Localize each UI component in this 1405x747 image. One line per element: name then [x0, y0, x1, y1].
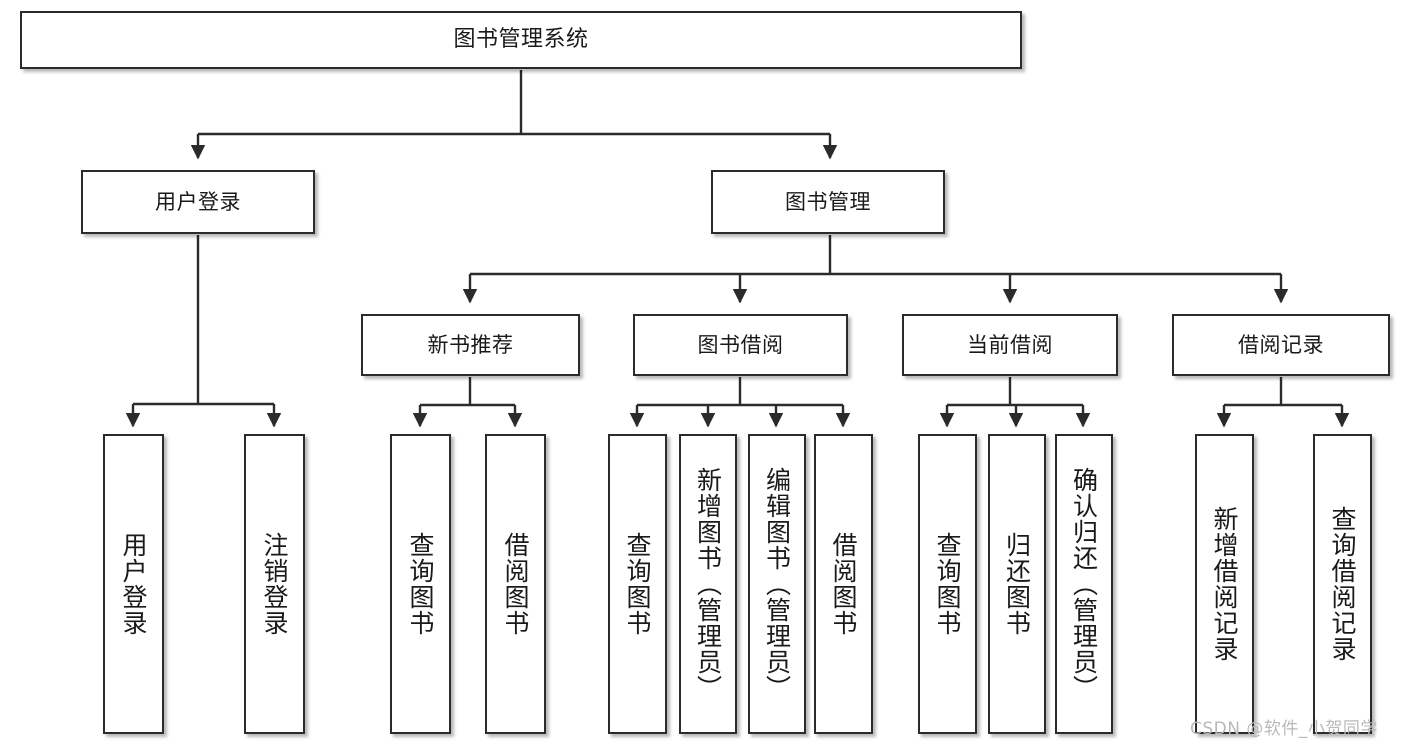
node-leaf-return-book-label: 归还图书	[1002, 532, 1032, 636]
node-leaf-query-book-1[interactable]: 查询图书	[390, 434, 451, 734]
node-leaf-confirm-return-label: 确认归还（管理员）	[1069, 467, 1099, 701]
node-current-borrow-label: 当前借阅	[967, 332, 1053, 357]
node-leaf-add-borrow-record[interactable]: 新增借阅记录	[1195, 434, 1254, 734]
node-book-borrow-label: 图书借阅	[697, 332, 784, 357]
node-new-book-recommend[interactable]: 新书推荐	[361, 314, 580, 376]
node-leaf-query-borrow-record[interactable]: 查询借阅记录	[1313, 434, 1372, 734]
node-leaf-return-book[interactable]: 归还图书	[988, 434, 1046, 734]
node-leaf-user-login[interactable]: 用户登录	[103, 434, 164, 734]
node-leaf-add-borrow-record-label: 新增借阅记录	[1210, 506, 1239, 662]
node-book-manage[interactable]: 图书管理	[711, 170, 945, 234]
node-leaf-edit-book-label: 编辑图书（管理员）	[762, 467, 792, 701]
node-leaf-borrow-book-2-label: 借阅图书	[829, 532, 858, 636]
node-leaf-query-book-2-label: 查询图书	[623, 532, 652, 636]
node-leaf-query-book-1-label: 查询图书	[406, 532, 435, 636]
node-borrow-record-label: 借阅记录	[1238, 332, 1324, 357]
node-leaf-query-book-3-label: 查询图书	[933, 532, 962, 636]
node-leaf-edit-book[interactable]: 编辑图书（管理员）	[748, 434, 806, 734]
node-user-login-label: 用户登录	[155, 189, 241, 214]
node-borrow-record[interactable]: 借阅记录	[1172, 314, 1390, 376]
node-leaf-user-login-label: 用户登录	[119, 532, 148, 636]
node-leaf-logout-login-label: 注销登录	[260, 532, 289, 636]
node-book-manage-label: 图书管理	[785, 189, 871, 214]
node-new-book-recommend-label: 新书推荐	[427, 332, 514, 357]
node-root-system-label: 图书管理系统	[453, 27, 589, 53]
node-leaf-query-book-3[interactable]: 查询图书	[918, 434, 977, 734]
node-leaf-confirm-return[interactable]: 确认归还（管理员）	[1055, 434, 1113, 734]
node-root-system[interactable]: 图书管理系统	[20, 11, 1022, 69]
node-leaf-query-book-2[interactable]: 查询图书	[608, 434, 667, 734]
node-leaf-borrow-book-2[interactable]: 借阅图书	[814, 434, 873, 734]
csdn-watermark: CSDN @软件_小贺同学	[1190, 719, 1378, 739]
node-leaf-query-borrow-record-label: 查询借阅记录	[1328, 506, 1357, 662]
node-user-login[interactable]: 用户登录	[81, 170, 315, 234]
node-leaf-add-book[interactable]: 新增图书（管理员）	[679, 434, 737, 734]
node-current-borrow[interactable]: 当前借阅	[902, 314, 1118, 376]
node-leaf-borrow-book-1-label: 借阅图书	[501, 532, 530, 636]
node-book-borrow[interactable]: 图书借阅	[633, 314, 848, 376]
node-leaf-borrow-book-1[interactable]: 借阅图书	[485, 434, 546, 734]
node-leaf-logout-login[interactable]: 注销登录	[244, 434, 305, 734]
node-leaf-add-book-label: 新增图书（管理员）	[693, 467, 723, 701]
